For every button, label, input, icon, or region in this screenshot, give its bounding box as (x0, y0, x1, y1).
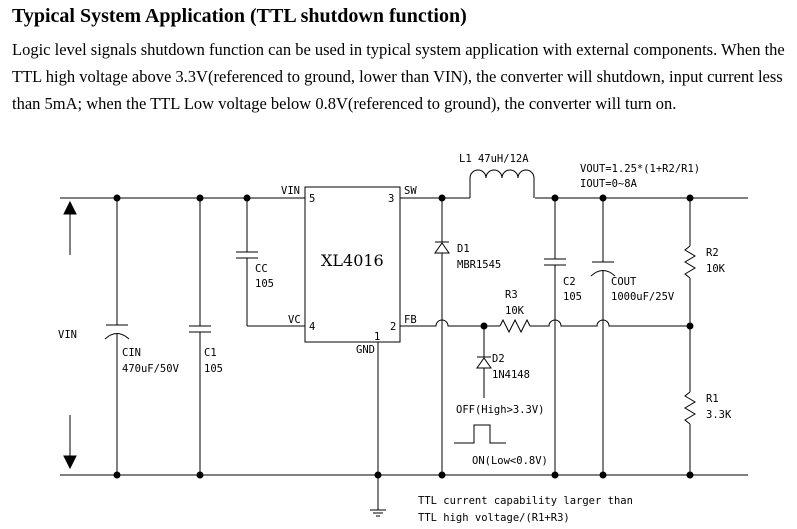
resistor-r2 (684, 245, 696, 279)
pin3-label: 3 (388, 193, 394, 205)
vin-label: VIN (58, 329, 77, 341)
pin-vc-label: VC (288, 314, 301, 326)
pin-vin-label: VIN (281, 185, 300, 197)
description-paragraph: Logic level signals shutdown function ca… (12, 40, 785, 113)
iout-label: IOUT=0~8A (580, 178, 638, 190)
c2-value: 105 (563, 291, 582, 303)
d1-triangle (434, 242, 450, 254)
r2-name: R2 (706, 247, 719, 259)
pin-sw-label: SW (404, 185, 417, 197)
r3-name: R3 (505, 289, 518, 301)
inductor-label: L1 47uH/12A (459, 153, 529, 165)
pin-gnd-label: GND (356, 344, 375, 356)
section-title: Typical System Application (TTL shutdown… (12, 5, 467, 27)
ttl-note-line2: TTL high voltage/(R1+R3) (418, 512, 570, 524)
ic-name-label: XL4016 (321, 251, 384, 270)
r1-name: R1 (706, 393, 719, 405)
d2-name: D2 (492, 353, 505, 365)
ttl-on-label: ON(Low<0.8V) (472, 455, 548, 467)
r1-value: 3.3K (706, 409, 732, 421)
c1-value: 105 (204, 363, 223, 375)
d1-part: MBR1545 (457, 259, 501, 271)
d2-triangle (476, 357, 492, 369)
ic-xl4016-box (304, 186, 401, 343)
vout-equation: VOUT=1.25*(1+R2/R1) (580, 163, 700, 175)
d2-part: 1N4148 (492, 369, 530, 381)
cin-value: 470uF/50V (122, 363, 180, 375)
resistor-r1 (684, 391, 696, 425)
fb-to-r2-wire (530, 319, 690, 327)
ttl-note-line1: TTL current capability larger than (418, 495, 633, 507)
pin-fb-label: FB (404, 314, 417, 326)
pin4-label: 4 (309, 321, 315, 333)
pin2-label: 2 (390, 321, 396, 333)
ttl-off-label: OFF(High>3.3V) (456, 404, 545, 416)
vin-arrow-up-head (63, 200, 77, 215)
junction-dots (113, 194, 694, 479)
pin5-label: 5 (309, 193, 315, 205)
cc-name: CC (255, 263, 268, 275)
c1-name: C1 (204, 347, 217, 359)
cout-value: 1000uF/25V (611, 291, 675, 303)
cout-name: COUT (611, 276, 637, 288)
d1-name: D1 (457, 243, 470, 255)
cc-value: 105 (255, 278, 274, 290)
ttl-pulse-waveform (454, 424, 506, 444)
r3-value: 10K (505, 305, 525, 317)
r2-value: 10K (706, 263, 726, 275)
resistor-r3 (499, 318, 531, 334)
pin1-label: 1 (374, 331, 380, 343)
c2-name: C2 (563, 276, 576, 288)
vin-arrow-down-head (63, 455, 77, 470)
inductor-l1 (469, 169, 535, 198)
fb-wire (400, 319, 500, 327)
cin-name: CIN (122, 347, 141, 359)
